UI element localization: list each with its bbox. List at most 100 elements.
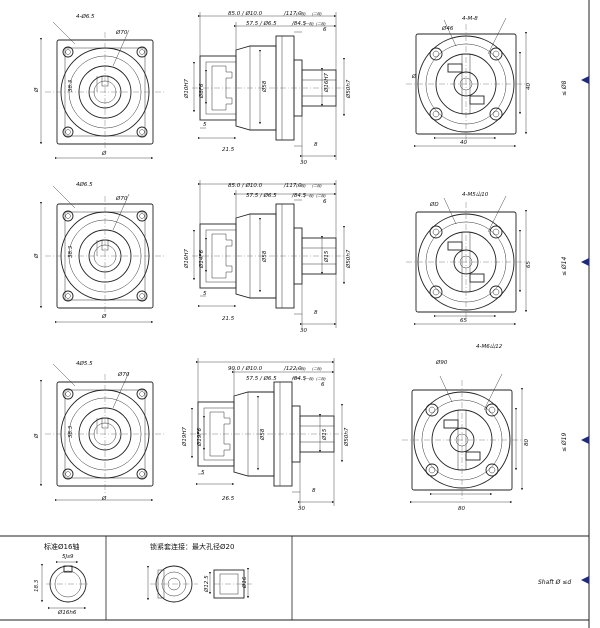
side-bore1-2: Ø16H7 <box>183 249 190 269</box>
row-3: 4Ø5.5 Ø70 38.3 Ø Ø 90.0 / Ø10.0 /122.0 (… <box>33 343 589 512</box>
side-bore1-1: Ø10H7 <box>183 79 190 99</box>
flange-holes-3: 4Ø5.5 <box>76 360 93 367</box>
side-d5-3: 5 <box>201 470 205 476</box>
side-view-1 <box>192 12 344 160</box>
front-view-2 <box>406 196 526 324</box>
side-top1b-2: /117.0 <box>283 183 302 189</box>
flange-bottom-3: Ø <box>101 495 107 502</box>
front-holes-3: 4-M6山12 <box>476 343 503 350</box>
flange-pcd-3: Ø70 <box>117 371 130 378</box>
side-top1b-1: /117.0 <box>283 11 302 17</box>
front-circle-1: Ø46 <box>441 25 454 32</box>
flange-view-1 <box>41 22 165 158</box>
side-top1s1-1: (一段) <box>296 12 306 16</box>
flange-left-2: Ø <box>33 253 40 259</box>
side-shaft2-1: Ø50h7 <box>345 79 352 99</box>
front-holes-1: 4-M-8 <box>462 16 478 22</box>
flange-pcd-1: Ø70 <box>115 29 128 36</box>
side-top1s1-3: (一段) <box>296 367 306 371</box>
std-shaft-key: 5Js9 <box>62 554 74 560</box>
side-shaft1-2: Ø15 <box>323 250 330 263</box>
side-top1-1: 85.0 / Ø10.0 <box>228 10 263 17</box>
front-holes-2: 4-M5山10 <box>462 191 489 198</box>
flange-center-3: 38.3 <box>68 425 74 438</box>
flange-pcd-2: Ø70 <box>115 195 128 202</box>
side-top1s2-1: (二段) <box>312 12 322 16</box>
side-d6-2: 6 <box>323 199 327 205</box>
side-d6-1: 6 <box>323 27 327 33</box>
side-d21-2: 21.5 <box>222 316 235 322</box>
side-d21-1: 21.5 <box>222 147 235 153</box>
flange-center-1: 38.3 <box>68 79 74 92</box>
side-top1s2-2: (二段) <box>312 184 322 188</box>
front-d40b-3: 80 <box>524 439 530 446</box>
side-top2s1-3: (一段) <box>304 377 314 381</box>
row-marker-arrow-1 <box>581 76 589 84</box>
row-marker-label-3: ≤ Ø19 <box>561 433 568 452</box>
side-top1s1-2: (一段) <box>296 184 306 188</box>
side-d30-2: 30 <box>300 328 307 334</box>
flange-bottom-1: Ø <box>101 150 107 157</box>
side-top2s2-1: (二段) <box>316 22 326 26</box>
row-marker-arrow-3 <box>581 436 589 444</box>
side-bore2-3: Ø19F6 <box>196 428 203 447</box>
side-d21-3: 26.5 <box>222 496 235 502</box>
std-shaft-drawing <box>40 560 90 610</box>
shaft-marker-label: Shaft Ø ≤d <box>538 579 571 586</box>
side-body-3: Ø58 <box>259 428 266 441</box>
side-d30-1: 30 <box>300 160 307 166</box>
flange-holes-2: 4Ø6.5 <box>76 181 93 188</box>
side-top2b-2: /84.5 <box>291 193 307 199</box>
row-marker-label-1: ≤ Ø8 <box>561 80 568 96</box>
front-d40b-2: 65 <box>526 261 532 268</box>
flange-bottom-2: Ø <box>101 313 107 320</box>
lock-dim-b: Ø16 <box>241 576 248 589</box>
front-view-1 <box>406 18 526 146</box>
side-d6-3: 6 <box>321 382 325 388</box>
side-d30-3: 30 <box>298 506 305 512</box>
side-bore1-3: Ø19H7 <box>181 427 188 447</box>
front-view-3 <box>402 374 522 502</box>
flange-left-1: Ø <box>33 87 40 93</box>
row-marker-label-2: ≤ Ø14 <box>561 257 568 276</box>
side-top2s2-3: (二段) <box>316 377 326 381</box>
front-circle-3: Ø90 <box>435 359 448 366</box>
flange-center-2: 38.3 <box>68 245 74 258</box>
front-circle-2: ØD <box>429 201 439 208</box>
side-bore2-1: Ø8F6 <box>198 83 205 99</box>
front-d40a-2: 65 <box>460 318 467 324</box>
side-top1-3: 90.0 / Ø10.0 <box>228 365 263 372</box>
side-shaft1-3: Ø15 <box>321 428 328 441</box>
side-top2-2: 57.5 / Ø6.5 <box>246 192 277 199</box>
side-top2s1-1: (一段) <box>304 22 314 26</box>
side-body-2: Ø58 <box>261 250 268 263</box>
side-shaft2-2: Ø50h7 <box>345 249 352 269</box>
side-d8-3: 8 <box>312 488 316 494</box>
side-d8-2: 8 <box>314 310 318 316</box>
side-top1-2: 85.0 / Ø10.0 <box>228 182 263 189</box>
side-d8-1: 8 <box>314 142 318 148</box>
row-1: 4-Ø6.5 Ø70 38.3 Ø Ø 85.0 / Ø10.0 /117.0 … <box>33 10 589 166</box>
flange-left-3: Ø <box>33 433 40 439</box>
side-view-2 <box>192 180 344 328</box>
flange-holes-1: 4-Ø6.5 <box>76 13 95 20</box>
side-top2-3: 57.5 / Ø6.5 <box>246 375 277 382</box>
front-d40b-1: 40 <box>526 83 532 90</box>
shaft-marker-arrow <box>581 576 589 584</box>
std-shaft-title: 标准Ø16轴 <box>44 542 79 551</box>
lock-drawing <box>146 565 252 603</box>
row-2: 4Ø6.5 Ø70 38.3 Ø Ø 85.0 / Ø10.0 /117.0 (… <box>33 180 589 334</box>
front-d40a-1: 40 <box>460 140 467 146</box>
side-top2b-3: /84.5 <box>291 376 307 382</box>
side-bore2-2: Ø14F6 <box>198 250 205 269</box>
bottom-section: 标准Ø16轴 5Js9 18.3 Ø16h6 锁紧套连接：最大孔径Ø20 <box>34 536 589 620</box>
lock-title: 锁紧套连接：最大孔径Ø20 <box>150 542 234 551</box>
flange-view-3 <box>41 364 165 500</box>
side-top2b-1: /84.5 <box>291 21 307 27</box>
row-marker-arrow-2 <box>581 258 589 266</box>
std-shaft-diameter: Ø16h6 <box>57 609 77 616</box>
side-shaft1-1: Ø16H7 <box>323 73 330 93</box>
side-d5-2: 5 <box>203 291 207 297</box>
front-side-1: Ø <box>411 73 417 80</box>
